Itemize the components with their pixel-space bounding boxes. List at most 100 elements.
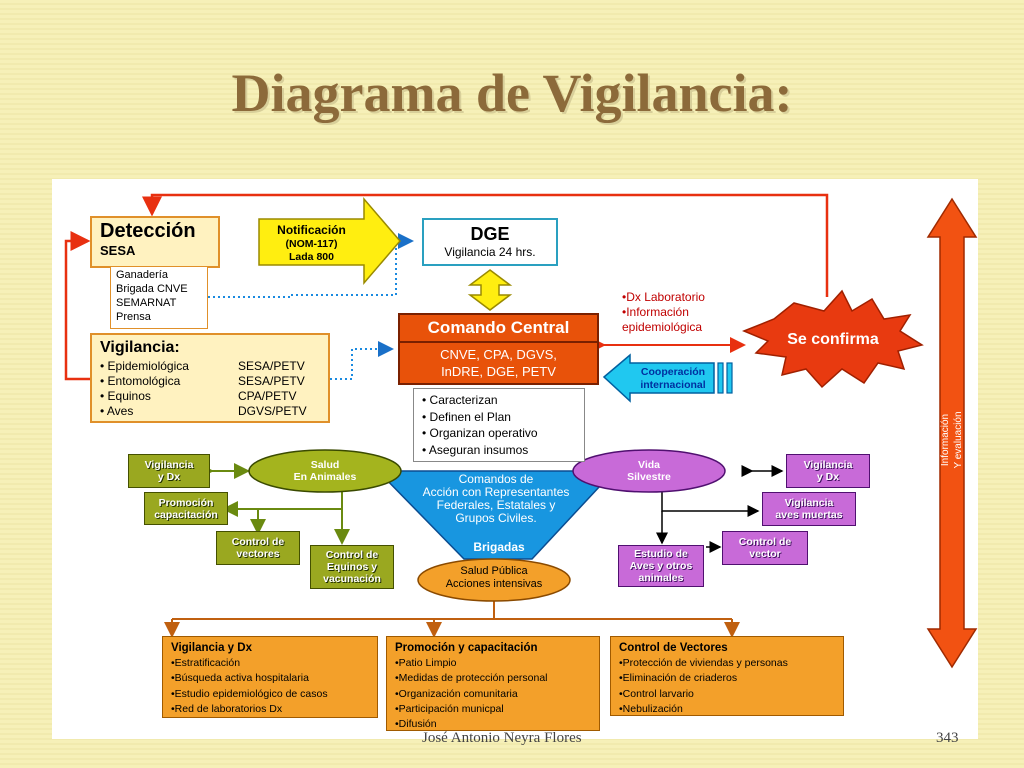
list-item: Ganadería bbox=[116, 269, 168, 281]
list-item: •Estratificación bbox=[171, 657, 241, 670]
cooperation-tail-bar-1 bbox=[717, 362, 724, 394]
notification-label: Notificación (NOM-117) Lada 800 bbox=[259, 223, 364, 265]
row-target: SESA/PETV bbox=[238, 374, 305, 388]
surveillance-title: Vigilancia: bbox=[100, 339, 180, 356]
list-item: • Caracterizan bbox=[422, 393, 498, 407]
funnel-line: Federales, Estatales y bbox=[436, 498, 556, 512]
box-line: vectores bbox=[236, 548, 280, 560]
cooperation-line: Cooperación bbox=[640, 366, 706, 378]
side-arrow-line: Información bbox=[940, 413, 951, 467]
wildlife-oval-label: Vida Silvestre bbox=[583, 459, 715, 483]
box-line: Estudio de bbox=[634, 548, 688, 560]
row-label: • Equinos bbox=[100, 389, 151, 403]
box-title: Control de Vectores bbox=[619, 642, 728, 654]
animal-health-oval-label: Salud En Animales bbox=[259, 459, 391, 483]
dge-title: DGE bbox=[470, 224, 510, 244]
lab-info-line: •Dx Laboratorio bbox=[622, 290, 705, 304]
notification-arrow-shape bbox=[258, 196, 401, 286]
row-target: CPA/PETV bbox=[238, 389, 297, 403]
oval-line: Salud Pública bbox=[460, 565, 528, 577]
box-line: Aves y otros bbox=[629, 560, 693, 572]
cooperation-arrow-shape bbox=[602, 353, 715, 403]
confirm-starburst-shape bbox=[742, 289, 924, 389]
oval-line: Vida bbox=[638, 459, 660, 471]
notification-line: Notificación bbox=[277, 223, 346, 237]
oval-line: Silvestre bbox=[627, 471, 671, 483]
list-item: •Medidas de protección personal bbox=[395, 672, 548, 685]
funnel-shape bbox=[376, 470, 616, 560]
list-item: •Eliminación de criaderos bbox=[619, 672, 738, 685]
feedback-loop-line bbox=[142, 193, 829, 297]
side-double-arrow-shape bbox=[926, 197, 978, 669]
public-health-promotion-box: Promoción y capacitación •Patio Limpio •… bbox=[386, 636, 600, 731]
funnel-line: Comandos de bbox=[458, 472, 534, 486]
brigadas-label: Brigadas bbox=[473, 540, 525, 554]
box-line: Vigilancia bbox=[803, 459, 853, 471]
members-line: CNVE, CPA, DGVS, bbox=[440, 347, 557, 362]
footer-page-number: 343 bbox=[936, 730, 959, 746]
list-item: SEMARNAT bbox=[116, 297, 177, 309]
list-item: • Aseguran insumos bbox=[422, 442, 529, 457]
cooperation-tail-bar-2 bbox=[726, 362, 733, 394]
left-loop-line bbox=[64, 231, 91, 381]
list-item: •Protección de viviendas y personas bbox=[619, 657, 788, 670]
animal-health-oval-shape bbox=[248, 449, 402, 493]
dge-subtitle: Vigilancia 24 hrs. bbox=[444, 245, 536, 259]
box-title: Promoción y capacitación bbox=[395, 642, 538, 654]
lab-info-text: •Dx Laboratorio •Información epidemiológ… bbox=[622, 290, 705, 335]
box-line: vacunación bbox=[323, 573, 381, 585]
box-line: vector bbox=[749, 548, 781, 560]
list-item: •Control larvario bbox=[619, 687, 694, 700]
members-line: InDRE, DGE, PETV bbox=[441, 364, 556, 379]
list-item: •Red de laboratorios Dx bbox=[171, 702, 283, 715]
box-line: y Dx bbox=[157, 471, 181, 483]
side-arrow-label: Información Y evaluación bbox=[939, 380, 969, 500]
row-target: SESA/PETV bbox=[238, 359, 305, 373]
public-health-oval-label: Salud Pública Acciones intensivas bbox=[420, 565, 568, 591]
detection-title: Detección bbox=[100, 220, 196, 242]
link-public-health bbox=[171, 601, 733, 635]
row-label: • Epidemiológica bbox=[100, 359, 189, 373]
list-item: Brigada CNVE bbox=[116, 283, 188, 295]
box-line: Control de bbox=[231, 536, 285, 548]
central-command-members: CNVE, CPA, DGVS, InDRE, DGE, PETV bbox=[398, 343, 599, 385]
list-item: •Patio Limpio bbox=[395, 657, 457, 670]
cooperation-line: internacional bbox=[640, 379, 706, 391]
detection-subtitle: SESA bbox=[100, 243, 136, 258]
funnel-line: Grupos Civiles. bbox=[455, 511, 537, 525]
row-target: DGVS/PETV bbox=[238, 404, 307, 418]
lab-info-line: •Información bbox=[622, 305, 689, 319]
dge-command-double-arrow bbox=[467, 269, 513, 311]
box-line: animales bbox=[638, 572, 684, 584]
box-line: capacitación bbox=[154, 508, 218, 521]
list-item: •Nebulización bbox=[619, 702, 683, 715]
funnel-line: Acción con Representantes bbox=[422, 485, 570, 499]
central-command-tasks: • Caracterizan • Definen el Plan • Organ… bbox=[413, 388, 585, 462]
list-item: • Definen el Plan bbox=[422, 409, 511, 424]
oval-line: Salud bbox=[310, 459, 340, 471]
box-line: Control de bbox=[738, 536, 792, 548]
box-line: Vigilancia bbox=[784, 497, 834, 509]
list-item: •Difusión bbox=[395, 718, 437, 731]
footer-author: José Antonio Neyra Flores bbox=[422, 730, 582, 746]
box-line: Equinos y bbox=[326, 561, 378, 573]
list-item: •Organización comunitaria bbox=[395, 687, 518, 700]
list-item: •Búsqueda activa hospitalaria bbox=[171, 672, 309, 685]
row-label: • Entomológica bbox=[100, 374, 181, 388]
confirm-label: Se confirma bbox=[787, 331, 879, 348]
connector-layer bbox=[64, 193, 978, 669]
lab-info-line: epidemiológica bbox=[622, 320, 703, 334]
detection-box: Detección SESA bbox=[90, 216, 220, 268]
notification-line: (NOM-117) bbox=[285, 237, 338, 250]
central-command-title: Comando Central bbox=[398, 313, 599, 343]
funnel-text: Comandos de Acción con Representantes Fe… bbox=[384, 473, 608, 525]
